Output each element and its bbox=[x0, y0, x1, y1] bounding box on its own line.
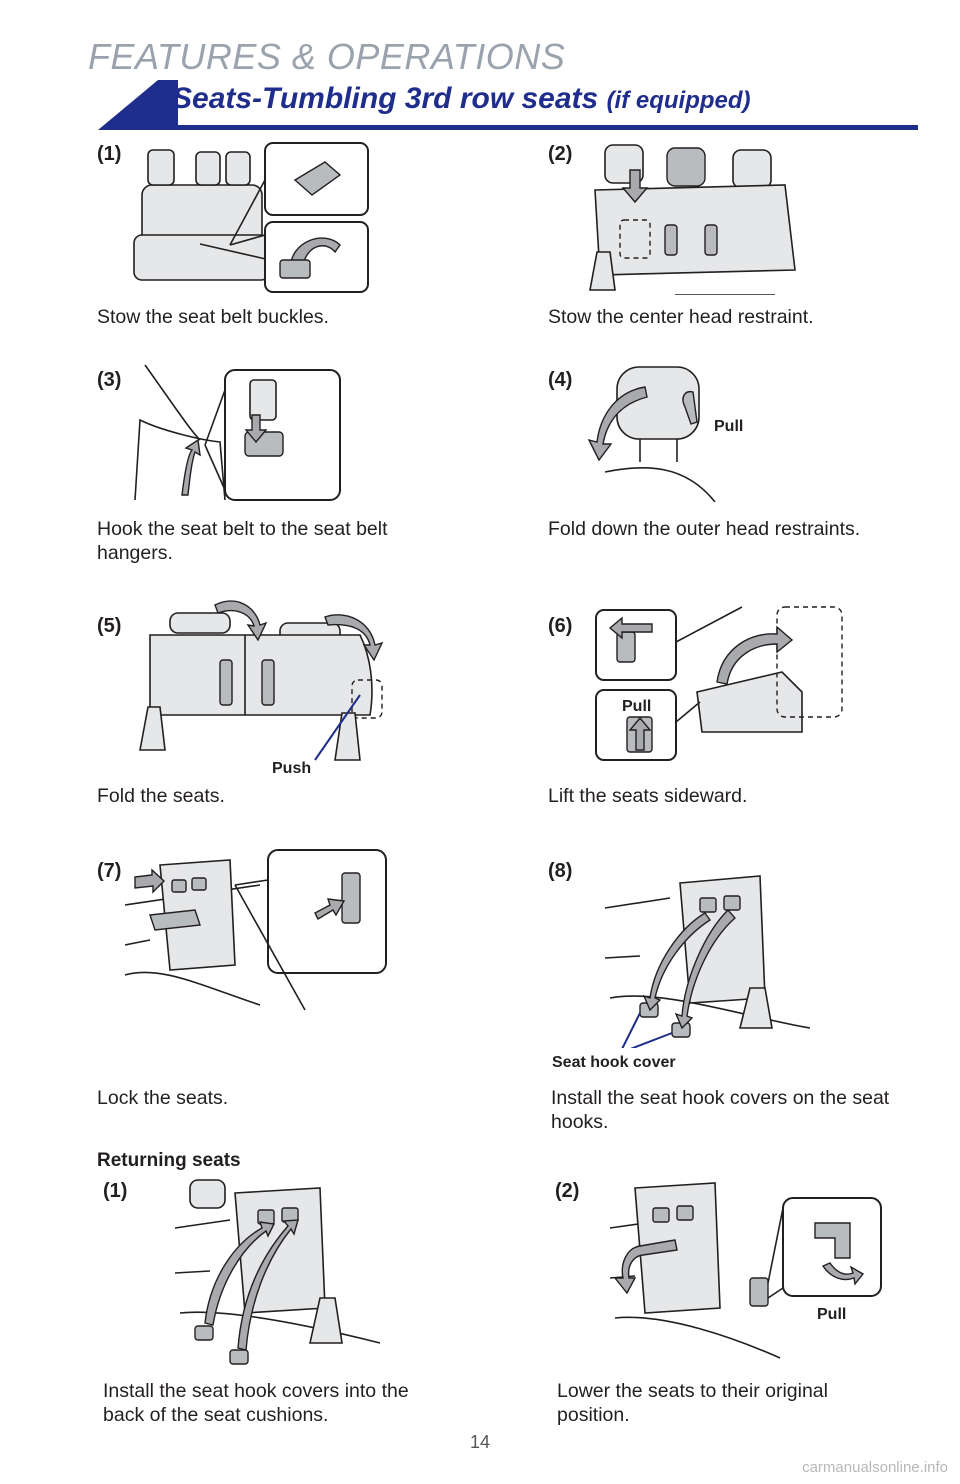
page-number: 14 bbox=[469, 1432, 491, 1452]
return-step-2-illustration bbox=[609, 1182, 882, 1359]
return-step-1-caption: Install the seat hook covers into the ba… bbox=[103, 1380, 409, 1426]
step-2-number: (2) bbox=[548, 143, 573, 165]
step-8-illustration bbox=[604, 875, 811, 1048]
step-6-illustration bbox=[595, 606, 843, 761]
return-step-2-number: (2) bbox=[555, 1180, 580, 1202]
step-4-caption: Fold down the outer head restraints. bbox=[548, 518, 861, 540]
step-4-pull-label: Pull bbox=[714, 418, 744, 435]
step-2-illustration bbox=[589, 144, 796, 295]
step-8-number: (8) bbox=[548, 860, 573, 882]
step-7-number: (7) bbox=[97, 860, 122, 882]
step-6-caption: Lift the seats sideward. bbox=[548, 785, 748, 807]
step-7-illustration bbox=[124, 849, 387, 1011]
section-title: FEATURES & OPERATIONS bbox=[88, 36, 566, 77]
step-1-caption: Stow the seat belt buckles. bbox=[97, 306, 329, 328]
page-title: Seats-Tumbling 3rd row seats (if equippe… bbox=[172, 82, 751, 116]
step-5-caption: Fold the seats. bbox=[97, 785, 225, 807]
step-4-illustration bbox=[587, 366, 716, 502]
step-5-illustration bbox=[139, 600, 384, 761]
step-3-caption: Hook the seat belt to the seat belt hang… bbox=[97, 518, 388, 564]
return-step-1-number: (1) bbox=[103, 1180, 128, 1202]
step-5-push-label: Push bbox=[272, 760, 312, 777]
page-title-suffix: (if equipped) bbox=[606, 87, 751, 114]
step-8-caption: Install the seat hook covers on the seat… bbox=[551, 1087, 890, 1133]
step-4-number: (4) bbox=[548, 369, 573, 391]
return-step-2-pull-label: Pull bbox=[817, 1306, 847, 1323]
step-3-illustration bbox=[134, 364, 341, 501]
step-7-caption: Lock the seats. bbox=[97, 1087, 229, 1109]
page-title-banner: Seats-Tumbling 3rd row seats (if equippe… bbox=[98, 80, 918, 132]
step-1-illustration bbox=[133, 142, 369, 293]
step-5-number: (5) bbox=[97, 615, 122, 637]
seat-hook-cover-label: Seat hook cover bbox=[552, 1054, 676, 1071]
step-6-number: (6) bbox=[548, 615, 573, 637]
step-6-pull-label: Pull bbox=[622, 698, 652, 715]
step-1-number: (1) bbox=[97, 143, 122, 165]
step-2-caption: Stow the center head restraint. bbox=[548, 306, 814, 328]
page-title-main: Seats-Tumbling 3rd row seats bbox=[172, 82, 607, 115]
banner-triangle-icon bbox=[98, 80, 178, 130]
title-underline bbox=[158, 125, 918, 130]
step-3-number: (3) bbox=[97, 369, 122, 391]
watermark: carmanualsonline.info bbox=[802, 1459, 948, 1476]
return-step-1-illustration bbox=[174, 1179, 381, 1365]
return-step-2-caption: Lower the seats to their original positi… bbox=[557, 1380, 828, 1426]
returning-seats-heading: Returning seats bbox=[97, 1150, 241, 1171]
